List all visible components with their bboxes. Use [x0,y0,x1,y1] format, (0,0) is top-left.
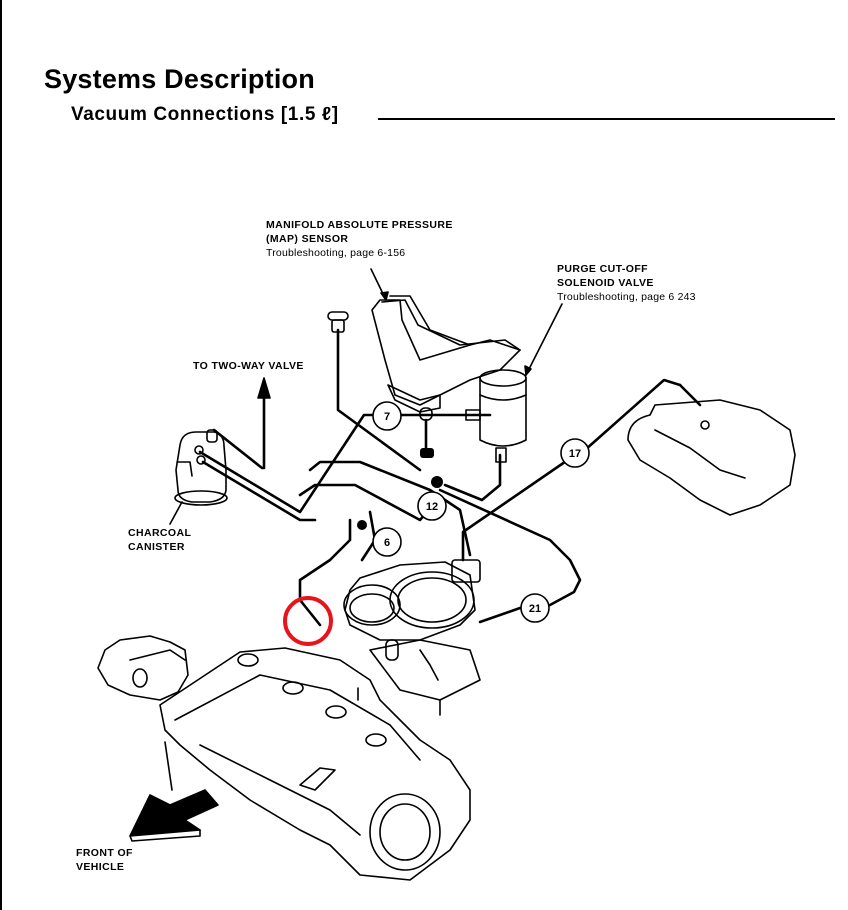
charcoal-canister-line1: CHARCOAL [128,527,192,539]
callout-17-text: 17 [569,448,581,460]
purge-valve-leader [524,303,563,376]
highlight-circle [283,596,333,646]
distributor [97,635,189,791]
page-left-border [0,0,2,910]
charcoal-canister-line2: CANISTER [128,541,185,553]
map-sensor [327,295,521,421]
two-way-valve-label: TO TWO-WAY VALVE [193,360,304,372]
map-sensor-label: MANIFOLD ABSOLUTE PRESSURE (MAP) SENSOR … [266,218,453,260]
callout-6: 6 [372,527,402,557]
charcoal-canister-label: CHARCOAL CANISTER [128,526,191,554]
callout-12: 12 [417,491,447,521]
map-sensor-name-line1: MANIFOLD ABSOLUTE PRESSURE [266,219,453,231]
charcoal-canister [174,429,228,506]
front-of-vehicle-line1: FRONT OF [76,847,133,859]
callout-7: 7 [372,401,402,431]
vacuum-hoses [198,328,702,627]
purge-valve-reference: Troubleshooting, page 6 243 [557,291,696,303]
callout-17: 17 [560,438,590,468]
map-sensor-leader [370,268,389,301]
map-sensor-name-line2: (MAP) SENSOR [266,233,349,245]
callout-21-text: 21 [529,603,541,615]
page-title: Systems Description [44,64,315,94]
canister-leader [169,501,183,525]
section-divider [378,118,835,120]
front-arrow [129,789,219,842]
throttle-body [343,559,481,661]
map-sensor-reference: Troubleshooting, page 6-156 [266,247,406,259]
hose-connectors [357,448,443,530]
callout-7-text: 7 [384,411,390,423]
purge-valve-name-line2: SOLENOID VALVE [557,277,654,289]
callout-21: 21 [520,593,550,623]
engine-block [159,639,481,881]
front-of-vehicle-line2: VEHICLE [76,861,125,873]
section-title: Vacuum Connections [1.5 ℓ] [71,104,339,125]
purge-valve-label: PURGE CUT-OFF SOLENOID VALVE Troubleshoo… [557,262,696,304]
callout-12-text: 12 [426,501,438,513]
purge-valve [465,369,527,463]
air-cleaner [627,399,796,516]
purge-valve-name-line1: PURGE CUT-OFF [557,263,648,275]
callout-6-text: 6 [384,537,390,549]
two-way-valve-arrow [212,377,271,470]
front-of-vehicle-label: FRONT OF VEHICLE [76,846,133,874]
